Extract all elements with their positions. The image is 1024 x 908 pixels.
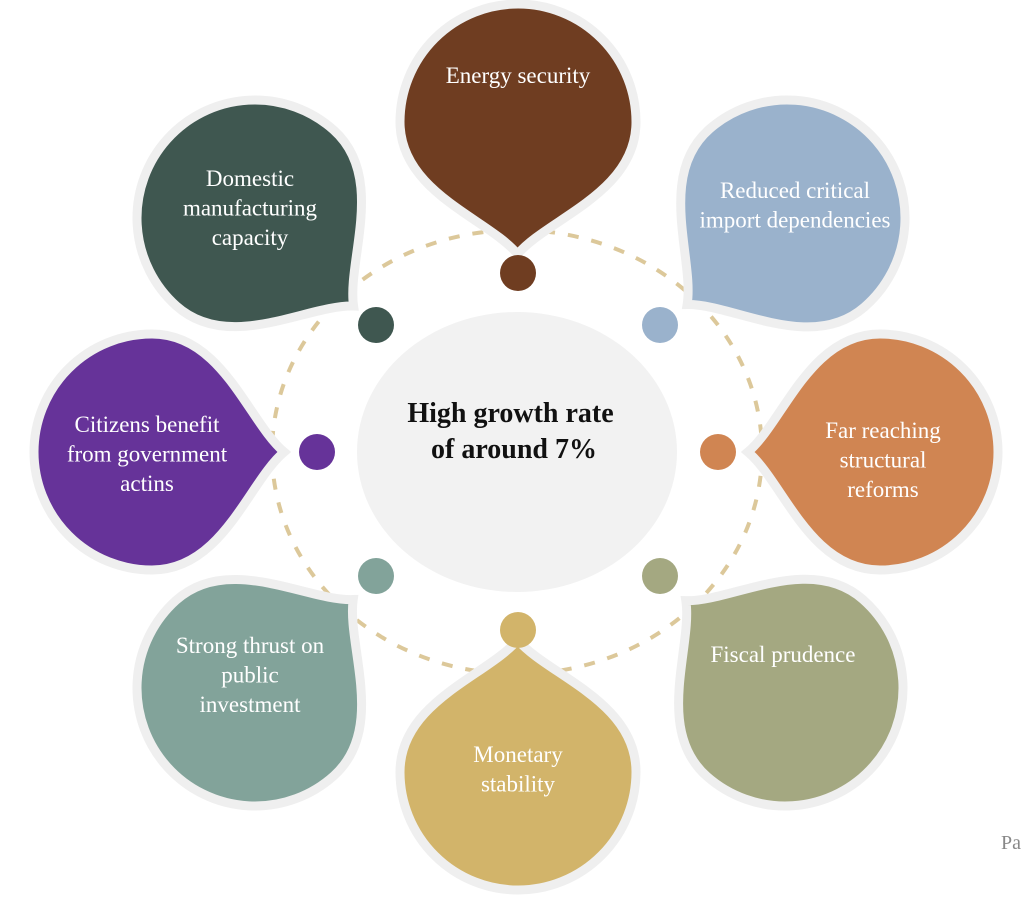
- petal-shape: [132, 95, 366, 332]
- petal-label: Far reaching structural reforms: [825, 418, 941, 502]
- petal-label: Domestic manufacturing capacity: [183, 166, 318, 250]
- petal-label: Monetary stability: [473, 742, 563, 797]
- petal: Energy security: [395, 0, 641, 291]
- petal-label: Energy security: [446, 63, 591, 88]
- center-line: High growth rate: [407, 398, 613, 429]
- petal-shape: [395, 632, 641, 895]
- connector-dot: [500, 255, 536, 291]
- petal: Citizens benefit from government actins: [29, 329, 335, 575]
- petal-label-line: public: [221, 663, 279, 688]
- corner-text: Pa: [1001, 832, 1021, 854]
- petal-label-line: Far reaching: [825, 418, 941, 443]
- petal-shape: [740, 329, 1003, 575]
- connector-dot: [358, 558, 394, 594]
- petal-label-line: Energy security: [446, 63, 591, 88]
- petal: Reduced critical import dependencies: [642, 95, 910, 343]
- petal-label-line: import dependencies: [700, 208, 891, 233]
- petal-shape: [29, 329, 292, 575]
- petal-label-line: Domestic: [206, 166, 294, 191]
- connector-dot: [358, 307, 394, 343]
- petal: Strong thrust on public investment: [132, 558, 394, 811]
- connector-dot: [642, 558, 678, 594]
- petal-label-line: Monetary: [473, 742, 563, 767]
- petal-shape: [395, 0, 641, 262]
- petal: Domestic manufacturing capacity: [132, 95, 394, 343]
- center-title: High growth rate of around 7%: [407, 398, 620, 465]
- petal-shape: [132, 574, 367, 811]
- petal-label: Citizens benefit from government actins: [67, 412, 228, 496]
- connector-dot: [700, 434, 736, 470]
- petal: Monetary stability: [395, 612, 641, 895]
- petal-label-line: structural: [840, 448, 927, 473]
- petal-label-line: Fiscal prudence: [711, 642, 856, 667]
- petal-label-line: manufacturing: [183, 196, 318, 221]
- petal-label-line: actins: [120, 471, 174, 496]
- petal-label-line: Reduced critical: [720, 178, 870, 203]
- petal-label: Fiscal prudence: [711, 642, 856, 667]
- petal-label-line: reforms: [847, 477, 919, 502]
- petal-label: Strong thrust on public investment: [176, 633, 325, 717]
- petal-label: Reduced critical import dependencies: [700, 178, 891, 233]
- petal-label-line: stability: [481, 772, 556, 797]
- petal-label-line: capacity: [212, 225, 289, 250]
- petal: Far reaching structural reforms: [700, 329, 1003, 575]
- connector-dot: [642, 307, 678, 343]
- center-line: of around 7%: [431, 434, 597, 465]
- petal-shape: [674, 574, 908, 811]
- center-circle: [357, 312, 677, 592]
- petal-label-line: investment: [200, 692, 302, 717]
- petal: Fiscal prudence: [642, 558, 908, 811]
- petal-label-line: Citizens benefit: [75, 412, 221, 437]
- petal-shape: [676, 95, 910, 332]
- connector-dot: [299, 434, 335, 470]
- connector-dot: [500, 612, 536, 648]
- petal-label-line: from government: [67, 442, 228, 467]
- petal-label-line: Strong thrust on: [176, 633, 325, 658]
